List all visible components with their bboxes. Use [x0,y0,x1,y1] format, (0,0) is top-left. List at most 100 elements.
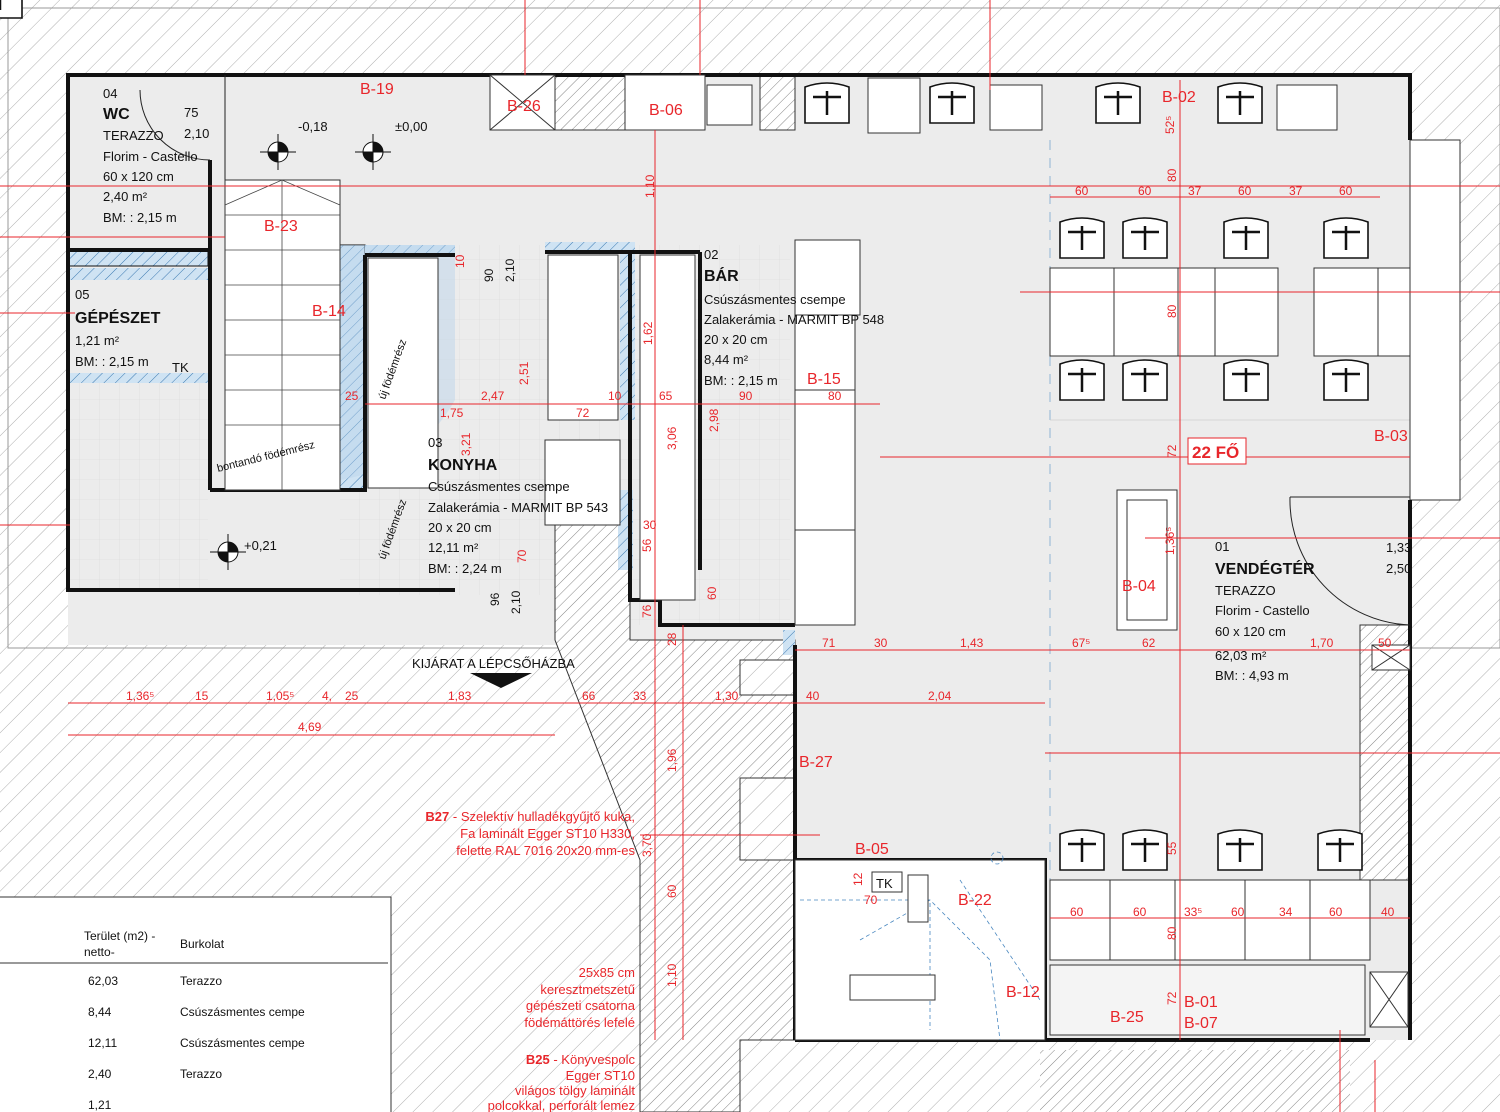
room-name: BÁR [704,266,739,285]
label: B27 [425,809,449,824]
label: 8,44 [88,1005,112,1019]
tag: B-27 [799,754,833,771]
label: 66 [582,689,596,703]
tag: B-02 [1162,89,1196,106]
tag: B-19 [360,81,394,98]
label: 60 [665,884,679,898]
label: 2,10 [184,126,209,141]
room-number: 01 [1215,539,1229,554]
label: 70 [515,549,529,563]
label: 2,98 [707,408,721,432]
label: 60 [1329,905,1343,919]
chairs [0,0,1370,872]
label: 2,47 [481,389,505,403]
level-markers: -0,18 ±0,00 +0,21 [210,119,427,570]
label: 3,70 [640,833,654,857]
label: 4,69 [298,720,322,734]
label: 62,03 [88,974,118,988]
table-row: 1,21 [88,1098,112,1112]
room-vendegter: 01 VENDÉGTÉR TERAZZO Florim - Castello 6… [1215,539,1315,683]
room-konyha: 03 KONYHA Csúszásmentes csempe Zalakerám… [428,435,608,576]
label: 71 [822,636,836,650]
label: Csúszásmentes csempe [704,292,846,307]
label: 60 x 120 cm [1215,624,1286,639]
label: 1,62 [641,321,655,345]
tag: B-12 [1006,984,1040,1001]
room-name: KONYHA [428,457,498,474]
exit-arrow-icon [470,673,532,688]
label: 33 [633,689,647,703]
tag: B-25 [1110,1009,1144,1026]
table-header: netto- [84,945,115,959]
label: 76 [640,604,654,618]
label: 67⁵ [1072,636,1090,650]
chair-icon [0,0,23,19]
level-marker-icon [260,134,296,170]
label: 2,51 [517,361,531,385]
label: 25x85 cm [579,965,635,980]
label: - Könyvespolc [550,1052,636,1067]
label: 1,10 [665,963,679,987]
label: födémáttörés lefelé [524,1015,635,1030]
svg-text:B25 - Könyvespolc: B25 - Könyvespolc [526,1052,636,1067]
label: 80 [1165,304,1179,318]
tk-label: TK [876,876,893,891]
label: 40 [806,689,820,703]
label: 60 [1339,184,1353,198]
label: 8,44 m² [704,352,749,367]
label: polcokkal, perforált lemez [488,1098,635,1112]
label: 20 x 20 cm [428,520,492,535]
level-label: -0,18 [298,119,328,134]
label: 2,04 [928,689,952,703]
table-header: Terület (m2) - [84,929,155,943]
label: 65 [659,389,673,403]
room-name: GÉPÉSZET [75,308,161,327]
tag: B-05 [855,841,889,858]
label: 2,10 [503,258,517,282]
exit-label: KIJÁRAT A LÉPCSŐHÁZBA [412,656,575,671]
label: 1,43 [960,636,984,650]
label: 72 [1165,991,1179,1005]
label: 3,21 [459,432,473,456]
label: 37 [1289,184,1303,198]
room-number: 02 [704,247,718,262]
label: 1,33 [1386,540,1411,555]
label: 62,03 m² [1215,648,1267,663]
label: Zalakerámia - MARMIT BP 543 [428,500,608,515]
label: 72 [576,406,590,420]
label: 37 [1188,184,1202,198]
label: Florim - Castello [103,149,198,164]
label: 2,10 [509,590,523,614]
label: felette RAL 7016 20x20 mm-es [456,843,635,858]
label: 3,06 [665,426,679,450]
label: 90 [482,268,496,282]
label: 80 [1165,926,1179,940]
label: 12 [851,872,865,886]
label: 1,05⁵ [266,689,294,703]
label: 4, [322,689,332,703]
label: BM: : 4,93 m [1215,668,1289,683]
level-label: +0,21 [244,538,277,553]
label: 1,36⁵ [126,689,154,703]
label: 60 [705,586,719,600]
label: 60 [1138,184,1152,198]
label: Egger ST10 [566,1068,635,1083]
label: Florim - Castello [1215,603,1310,618]
room-bar: 02 BÁR Csúszásmentes csempe Zalakerámia … [704,247,884,388]
label: Terazzo [180,974,222,988]
label: TERAZZO [103,128,164,143]
label: 15 [195,689,209,703]
vertical-dimension-texts: 1,10 2,51 2,47 1,75 72 10 65 90 80 25 2,… [345,116,1411,1005]
label: 34 [1279,905,1293,919]
label: 1,30 [715,689,739,703]
furniture [367,74,1411,1036]
label: Csúszásmentes csempe [428,479,570,494]
label: 2,40 m² [103,189,148,204]
label: TK [172,360,189,375]
label: 1,83 [448,689,472,703]
label: gépészeti csatorna [526,998,636,1013]
note-b27: B27 - Szelektív hulladékgyűjtő kuka, Fa … [425,809,635,858]
label: 60 [1133,905,1147,919]
